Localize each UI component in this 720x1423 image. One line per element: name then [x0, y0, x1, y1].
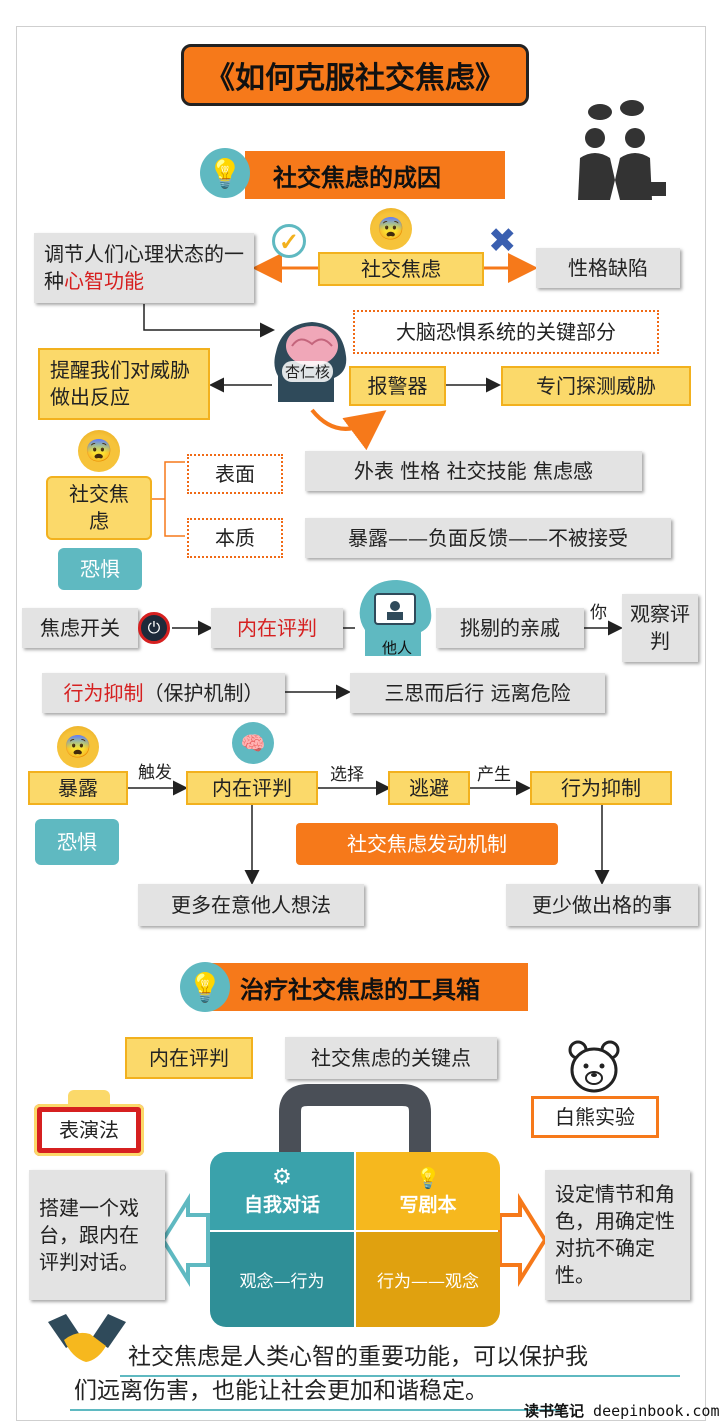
- exposure-box: 暴露: [28, 771, 128, 805]
- marquee-sign: 表演法: [34, 1090, 144, 1156]
- brain-circle-icon: 🧠: [232, 722, 274, 764]
- write-script-quadrant: 💡 写剧本: [356, 1152, 500, 1230]
- check-icon: ✓: [272, 224, 306, 258]
- mechanism-fear-box: 恐惧: [35, 819, 119, 865]
- personality-flaw-box: 性格缺陷: [536, 248, 680, 288]
- idea-action-label: 观念—行为: [239, 1272, 325, 1292]
- avoid-box: 逃避: [388, 771, 470, 805]
- detect-box: 专门探测威胁: [501, 366, 691, 406]
- social-anxiety-box: 社交焦虑: [318, 252, 484, 286]
- picky-relatives-box: 挑剔的亲戚: [436, 608, 584, 648]
- section-toolbox-title: 治疗社交焦虑的工具箱: [212, 963, 528, 1011]
- anxious-face-icon-3: 😨: [57, 726, 99, 768]
- key-points-box: 社交焦虑的关键点: [285, 1037, 497, 1079]
- business-people-icon: [560, 100, 670, 205]
- idea-bulb-icon: 💡: [415, 1165, 441, 1190]
- action-idea-label: 行为——观念: [377, 1272, 479, 1292]
- page-frame: [16, 26, 706, 1421]
- performance-label: 表演法: [42, 1112, 136, 1148]
- other-person-icon: [355, 578, 435, 658]
- page-title: 《如何克服社交焦虑》: [181, 44, 529, 106]
- remind-box: 提醒我们对威胁做出反应: [38, 348, 210, 420]
- choose-label: 选择: [330, 765, 364, 785]
- handshake-icon: [46, 1312, 128, 1370]
- script-box: 设定情节和角色，用确定性对抗不确定性。: [545, 1170, 690, 1300]
- anxious-face-icon-2: 😨: [78, 430, 120, 472]
- others-label: 他人: [382, 639, 413, 657]
- marquee-crown-icon: [68, 1090, 110, 1104]
- mental-function-text: 心智功能: [64, 269, 144, 293]
- think-twice-box: 三思而后行 远离危险: [350, 673, 605, 713]
- anxious-face-icon: 😨: [370, 208, 412, 250]
- write-script-label: 写剧本: [399, 1193, 457, 1216]
- power-icon: ⏻: [138, 612, 170, 644]
- surface-box: 表面: [187, 454, 283, 494]
- footer-line-1: 社交焦虑是人类心智的重要功能，可以保护我: [128, 1344, 588, 1370]
- watermark: 读书笔记 deepinbook.com: [524, 1400, 719, 1421]
- lightbulb-icon-2: 💡: [180, 962, 230, 1012]
- essence-box: 本质: [187, 518, 283, 558]
- trigger-label: 触发: [138, 763, 172, 783]
- stage-box: 搭建一个戏台，跟内在评判对话。: [29, 1170, 165, 1300]
- section-causes-title: 社交焦虑的成因: [245, 151, 505, 199]
- you-label: 你: [590, 603, 607, 623]
- social-anxiety-short-box: 社交焦虑: [46, 476, 152, 540]
- mechanism-inner-judge-box: 内在评判: [186, 771, 318, 805]
- lightbulb-icon: 💡: [200, 148, 250, 198]
- toolbox-case: ⚙ 自我对话 💡 写剧本 观念—行为 行为——观念: [210, 1152, 500, 1327]
- brain-key-box: 大脑恐惧系统的关键部分: [353, 310, 659, 354]
- behavior-inhibition-box: 行为抑制（保护机制）: [42, 673, 285, 713]
- anxiety-switch-box: 焦虑开关: [22, 608, 138, 648]
- regulate-box: 调节人们心理状态的一种心智功能: [34, 233, 254, 303]
- idea-action-quadrant: 观念—行为: [210, 1232, 354, 1327]
- essence-items-box: 暴露——负面反馈——不被接受: [305, 518, 671, 558]
- behavior-inhibition-text: 行为抑制: [63, 680, 144, 705]
- alarm-box: 报警器: [349, 366, 446, 406]
- amygdala-label: 杏仁核: [282, 361, 334, 382]
- self-talk-label: 自我对话: [243, 1194, 320, 1216]
- inner-judge-box: 内在评判: [211, 608, 343, 648]
- polar-bear-icon: [566, 1040, 622, 1094]
- watermark-site: deepinbook.com: [593, 1402, 720, 1420]
- regulate-text: 调节人们心理状态的一种: [44, 242, 244, 293]
- polar-bear-box: 白熊实验: [531, 1096, 659, 1138]
- produce-label: 产生: [477, 765, 511, 785]
- do-less-box: 更少做出格的事: [506, 884, 698, 926]
- toolbox-inner-judge-box: 内在评判: [125, 1037, 253, 1079]
- surface-items-box: 外表 性格 社交技能 焦虑感: [305, 451, 642, 491]
- observe-judge-box: 观察评判: [622, 594, 698, 662]
- mechanism-inhibit-box: 行为抑制: [530, 771, 672, 805]
- fear-box: 恐惧: [58, 548, 142, 590]
- watermark-brand: 读书笔记: [524, 1402, 585, 1420]
- gear-icon: ⚙: [272, 1165, 292, 1190]
- care-more-box: 更多在意他人想法: [138, 884, 364, 926]
- action-idea-quadrant: 行为——观念: [356, 1232, 500, 1327]
- self-talk-quadrant: ⚙ 自我对话: [210, 1152, 354, 1230]
- mechanism-label-box: 社交焦虑发动机制: [296, 823, 558, 865]
- cross-icon: ✖: [488, 221, 517, 261]
- footer-line-2: 们远离伤害，也能让社会更加和谐稳定。: [74, 1378, 488, 1404]
- protection-text: （保护机制）: [143, 680, 264, 705]
